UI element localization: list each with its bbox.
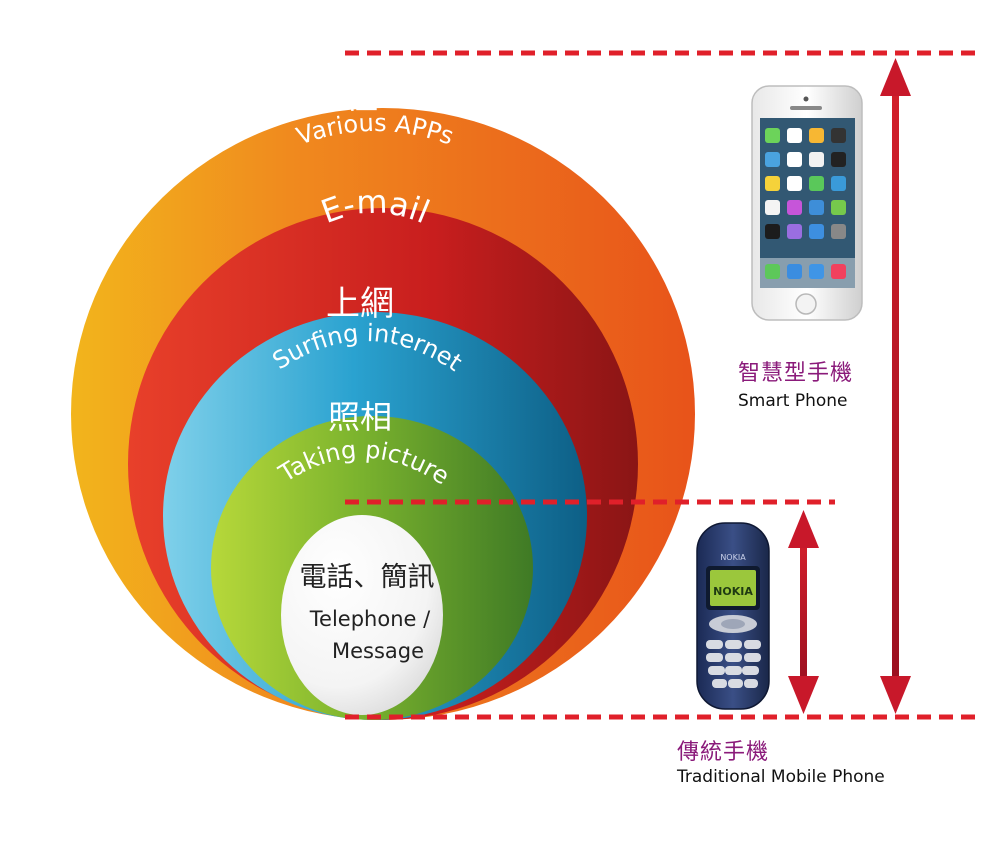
layer-telephone-message [281,515,443,715]
svg-text:NOKIA: NOKIA [720,553,746,562]
layer-apps-zh: 各種APP [310,77,442,117]
traditional-phone-range-arrow [788,510,819,714]
layer-internet-zh: 上網 [326,284,394,324]
layer-phone-en-1: Telephone / [309,607,431,631]
nokia-phone-icon: NOKIA NOKIA [696,522,770,710]
smart-phone-zh-label: 智慧型手機 [738,361,854,386]
nokia-screen-text: NOKIA [713,585,753,598]
layer-phone-en-2: Message [332,639,424,663]
smart-phone-en-label: Smart Phone [738,391,848,411]
layer-picture-zh: 照相 [328,398,392,436]
traditional-phone-zh-label: 傳統手機 [677,740,770,765]
traditional-phone-en-label: Traditional Mobile Phone [677,767,885,787]
smart-phone-range-arrow [880,58,911,714]
smartphone-icon [751,85,863,321]
layer-phone-zh: 電話、簡訊 [300,562,435,593]
